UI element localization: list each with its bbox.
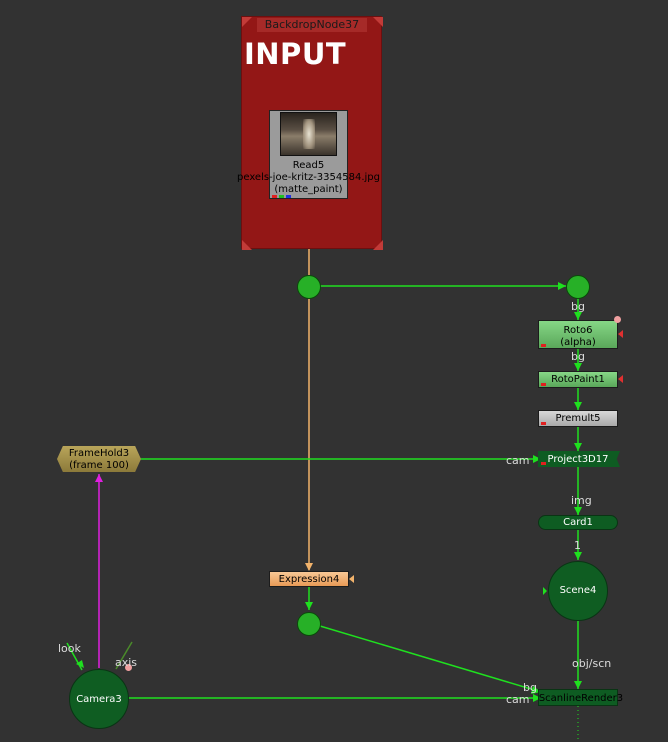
project3d-node-name: Project3D17 bbox=[547, 454, 609, 465]
label-obj-scn: obj/scn bbox=[572, 657, 612, 670]
backdrop-title: BackdropNode37 bbox=[257, 18, 367, 32]
dot-node-lower[interactable] bbox=[297, 612, 321, 636]
backdrop-label: INPUT bbox=[244, 37, 347, 71]
read-thumbnail bbox=[280, 112, 337, 156]
channel-r-icon bbox=[272, 195, 277, 198]
expression-node[interactable] bbox=[269, 571, 349, 587]
label-bg-top: bg bbox=[571, 300, 585, 313]
roto-node[interactable] bbox=[538, 320, 618, 349]
dot-node-right[interactable] bbox=[566, 275, 590, 299]
label-bg-scan: bg bbox=[523, 681, 537, 694]
camera-warning-icon bbox=[125, 664, 132, 671]
card-node-name: Card1 bbox=[563, 517, 593, 528]
project3d-node[interactable] bbox=[538, 451, 620, 467]
label-one: 1 bbox=[574, 539, 581, 552]
roto-node-extra: (alpha) bbox=[560, 337, 596, 348]
label-cam-scan: cam bbox=[506, 693, 530, 706]
roto-mask-input-icon[interactable] bbox=[618, 330, 623, 338]
rotopaint-node[interactable] bbox=[538, 371, 618, 388]
label-bg-roto: bg bbox=[571, 350, 585, 363]
project3d-channel-icon bbox=[541, 462, 546, 465]
rotopaint-mask-input-icon[interactable] bbox=[618, 375, 623, 383]
rotopaint-node-name: RotoPaint1 bbox=[551, 374, 605, 385]
backdrop-node[interactable]: BackdropNode37 INPUT bbox=[241, 16, 383, 250]
scene-node-name: Scene4 bbox=[559, 585, 597, 596]
scanline-node-name: ScanlineRender3 bbox=[538, 693, 624, 704]
framehold-node-name: FrameHold3 bbox=[68, 448, 130, 459]
expression-node-name: Expression4 bbox=[278, 574, 340, 585]
roto-warning-icon bbox=[614, 316, 621, 323]
channel-g-icon bbox=[279, 195, 284, 198]
read-node-extra: (matte_paint) bbox=[274, 184, 343, 195]
camera-node[interactable] bbox=[69, 669, 129, 729]
premult-node-name: Premult5 bbox=[555, 413, 601, 424]
premult-node[interactable] bbox=[538, 410, 618, 427]
rotopaint-channel-icon bbox=[541, 383, 546, 386]
roto-channel-icon bbox=[541, 344, 546, 347]
read-node-name: Read5 bbox=[292, 160, 325, 171]
expression-mask-input-icon[interactable] bbox=[349, 575, 354, 583]
scene-node[interactable] bbox=[548, 561, 608, 621]
read-node-file: pexels-joe-kritz-3354584.jpg bbox=[237, 172, 380, 183]
label-cam-project: cam bbox=[506, 454, 530, 467]
channel-b-icon bbox=[286, 195, 291, 198]
framehold-node-extra: (frame 100) bbox=[69, 460, 129, 471]
roto-node-name: Roto6 bbox=[563, 325, 593, 336]
backdrop-corner-icon bbox=[242, 17, 383, 250]
label-look: look bbox=[58, 642, 81, 655]
premult-channel-icon bbox=[541, 422, 546, 425]
card-node[interactable] bbox=[538, 515, 618, 530]
framehold-node[interactable] bbox=[57, 446, 141, 472]
camera-node-name: Camera3 bbox=[76, 694, 122, 705]
label-axis: axis bbox=[115, 656, 138, 669]
label-img: img bbox=[571, 494, 592, 507]
scanline-node[interactable] bbox=[538, 689, 618, 706]
dot-node-upper[interactable] bbox=[297, 275, 321, 299]
